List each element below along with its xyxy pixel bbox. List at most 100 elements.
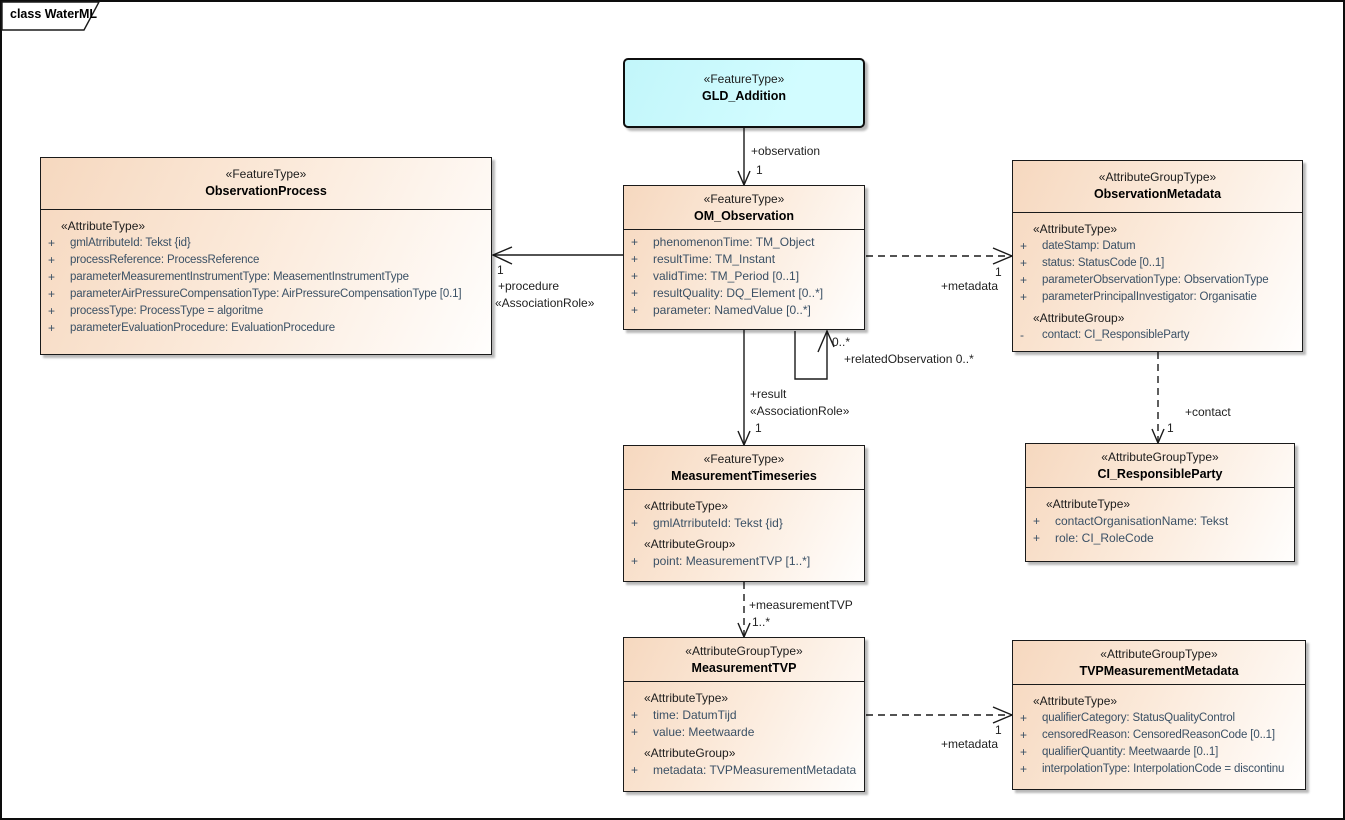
class-attributes: «AttributeType» +time: DatumTijd +value:… [624, 682, 864, 779]
attribute-text: parameterEvaluationProcedure: Evaluation… [70, 322, 335, 334]
connector-role-label: +measurementTVP [749, 598, 853, 612]
visibility: + [631, 763, 639, 777]
attribute-text: parameterPrincipalInvestigator: Organisa… [1042, 291, 1257, 303]
attribute-text: resultQuality: DQ_Element [0..*] [653, 286, 824, 300]
connector-metadata-bottom[interactable] [866, 706, 1014, 724]
visibility: + [631, 708, 639, 722]
attribute-row: +point: MeasurementTVP [1..*] [624, 553, 862, 570]
class-box-observation-metadata[interactable]: «AttributeGroupType» ObservationMetadata… [1012, 160, 1303, 352]
attribute-row: +validTime: TM_Period [0..1] [624, 268, 862, 285]
attribute-text: qualifierCategory: StatusQualityControl [1042, 712, 1235, 724]
attribute-text: validTime: TM_Period [0..1] [653, 269, 800, 283]
attribute-text: value: Meetwaarde [653, 725, 755, 739]
class-stereotype: «AttributeGroupType» [1098, 170, 1217, 184]
visibility: + [631, 252, 639, 266]
connector-metadata-top[interactable] [866, 247, 1014, 265]
attribute-text: phenomenonTime: TM_Object [653, 235, 815, 249]
connector-multiplicity-label: 0..* [832, 335, 851, 349]
attribute-text: qualifierQuantity: Meetwaarde [0..1] [1042, 746, 1219, 758]
class-name: GLD_Addition [701, 89, 786, 103]
class-box-gld-addition[interactable]: «FeatureType» GLD_Addition [623, 58, 865, 128]
group-stereotype: «AttributeGroup» [644, 537, 736, 551]
connector-observation[interactable] [737, 128, 751, 187]
visibility: + [1020, 711, 1028, 725]
attribute-text: parameterObservationType: ObservationTyp… [1042, 274, 1269, 286]
attribute-row: -contact: CI_ResponsibleParty [1013, 327, 1300, 344]
class-box-om-observation[interactable]: «FeatureType» OM_Observation + phenomenon… [623, 185, 865, 330]
class-stereotype: «AttributeGroupType» [685, 644, 803, 658]
class-stereotype: «AttributeGroupType» [1101, 450, 1219, 464]
connector-result[interactable] [737, 330, 751, 447]
class-box-measurement-tvp[interactable]: «AttributeGroupType» MeasurementTVP «Att… [623, 637, 865, 792]
visibility: + [48, 304, 56, 318]
attribute-text: metadata: TVPMeasurementMetadata [653, 763, 857, 777]
class-name: CI_ResponsibleParty [1097, 467, 1223, 481]
connector-multiplicity-label: 1..* [752, 615, 771, 629]
visibility: + [1020, 728, 1028, 742]
class-name: TVPMeasurementMetadata [1079, 664, 1239, 678]
connector-multiplicity-label: 1 [756, 163, 763, 177]
visibility: + [48, 287, 56, 301]
attribute-text: resultTime: TM_Instant [653, 252, 776, 266]
diagram-tab [1, 1, 101, 31]
attribute-row: +value: Meetwaarde [624, 724, 862, 741]
attribute-row: +gmlAtrributeId: Tekst {id} [624, 515, 862, 532]
group-stereotype: «AttributeType» [1033, 222, 1118, 236]
attribute-text: time: DatumTijd [653, 708, 737, 722]
attribute-text: parameterMeasurementInstrumentType: Meas… [70, 271, 409, 283]
attribute-row: +qualifierQuantity: Meetwaarde [0..1] [1013, 744, 1303, 761]
group-stereotype: «AttributeType» [1046, 497, 1131, 511]
class-attributes: «AttributeType» +gmlAtrributeId: Tekst {… [41, 210, 491, 337]
connector-role-label: +observation [751, 144, 821, 158]
connector-role-label: +metadata [941, 279, 999, 293]
attribute-row: +parameter: NamedValue [0..*] [624, 302, 862, 319]
connector-stereotype-label: «AssociationRole» [495, 296, 595, 310]
attribute-row: + contactOrganisationName: Tekst [1026, 513, 1292, 530]
class-attributes: + phenomenonTime: TM_Object + resultTime: … [624, 230, 864, 319]
diagram-tab-label: class WaterML [10, 7, 98, 21]
class-stereotype: «FeatureType» [703, 72, 785, 86]
visibility: + [1020, 273, 1028, 287]
attribute-text: point: MeasurementTVP [1..*] [653, 554, 811, 568]
visibility: + [1033, 514, 1041, 528]
attribute-row: +role: CI_RoleCode [1026, 530, 1292, 547]
class-attributes: «AttributeType» +gmlAtrributeId: Tekst {… [624, 490, 864, 570]
connector-role-label: +result [750, 387, 787, 401]
class-name: MeasurementTimeseries [671, 469, 817, 483]
attribute-text: censoredReason: CensoredReasonCode [0..1… [1042, 729, 1275, 741]
visibility: + [631, 286, 639, 300]
attribute-row: +status: StatusCode [0..1] [1013, 255, 1300, 272]
class-box-measurement-timeseries[interactable]: «FeatureType» MeasurementTimeseries «Att… [623, 445, 865, 582]
connector-related-observation[interactable] [794, 329, 835, 380]
attribute-text: gmlAtrributeId: Tekst {id} [70, 237, 191, 249]
class-attributes: «AttributeType» + dateStamp: Datum +statu… [1013, 213, 1302, 344]
class-box-tvp-measurement-metadata[interactable]: «AttributeGroupType» TVPMeasurementMetad… [1012, 640, 1306, 790]
class-box-ci-responsible-party[interactable]: «AttributeGroupType» CI_ResponsibleParty… [1025, 443, 1295, 562]
class-header: «AttributeGroupType» CI_ResponsibleParty [1026, 444, 1294, 488]
visibility: + [631, 303, 639, 317]
group-stereotype: «AttributeType» [61, 219, 146, 233]
class-stereotype: «FeatureType» [703, 192, 785, 206]
attribute-text: contactOrganisationName: Tekst [1055, 514, 1229, 528]
group-stereotype: «AttributeType» [1033, 694, 1118, 708]
visibility: + [1033, 531, 1041, 545]
attribute-row: +parameterMeasurementInstrumentType: Mea… [41, 269, 489, 286]
attribute-row: +gmlAtrributeId: Tekst {id} [41, 235, 489, 252]
attribute-text: processType: ProcessType = algoritme [70, 305, 264, 317]
class-header: «FeatureType» OM_Observation [624, 186, 864, 230]
connector-role-label: +metadata [941, 737, 999, 751]
class-stereotype: «FeatureType» [703, 452, 785, 466]
attribute-text: dateStamp: Datum [1042, 240, 1136, 252]
attribute-row: +parameterEvaluationProcedure: Evaluatio… [41, 320, 489, 337]
class-attributes: «AttributeType» + contactOrganisationName… [1026, 488, 1294, 547]
attribute-row: + resultQuality: DQ_Element [0..*] [624, 285, 862, 302]
attribute-row: + time: DatumTijd [624, 707, 862, 724]
attribute-row: + metadata: TVPMeasurementMetadata [624, 762, 862, 779]
connector-multiplicity-label: 1 [995, 265, 1002, 279]
connector-multiplicity-label: 1 [995, 723, 1002, 737]
connector-procedure[interactable] [491, 246, 623, 265]
class-box-observation-process[interactable]: «FeatureType» ObservationProcess «Attrib… [40, 157, 492, 355]
attribute-row: +interpolationType: InterpolationCode = … [1013, 761, 1303, 778]
connector-contact[interactable] [1151, 352, 1165, 445]
